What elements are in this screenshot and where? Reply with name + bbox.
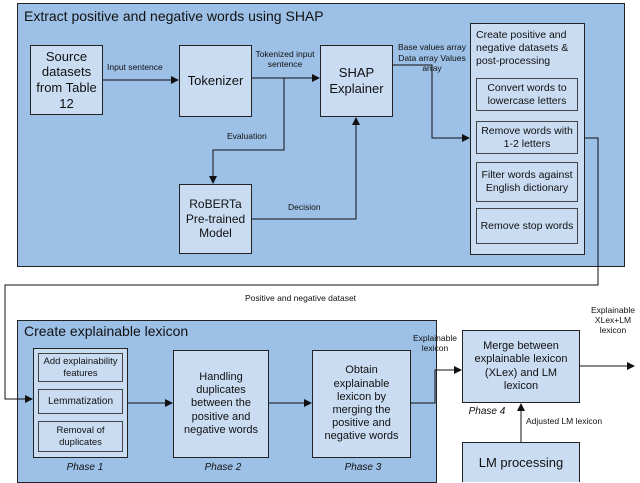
phase2-label: Phase 2: [204, 462, 242, 473]
phase4-label: Phase 4: [468, 406, 506, 417]
pos-neg-dataset-label: Positive and negative dataset: [245, 293, 357, 303]
tokenizer-box: Tokenizer: [179, 45, 252, 117]
lowercase-step: Convert words to lowercase letters: [476, 78, 578, 111]
lemmatization-step: Lemmatization: [38, 389, 123, 414]
phase3-label: Phase 3: [344, 462, 382, 473]
obtain-lexicon-box: Obtain explainable lexicon by merging th…: [312, 350, 411, 458]
postprocessing-title: Create positive and negative datasets & …: [476, 29, 569, 68]
remove-short-words-step: Remove words with 1-2 letters: [476, 121, 578, 154]
shap-outputs-label: Base values array Data array Values arra…: [397, 42, 467, 74]
removal-duplicates-step: Removal of duplicates: [38, 421, 123, 452]
adjusted-lm-label: Adjusted LM lexicon: [526, 416, 603, 426]
source-datasets-box: Source datasets from Table 12: [30, 45, 103, 115]
bottom-panel-title: Create explainable lexicon: [24, 323, 189, 339]
top-panel-title: Extract positive and negative words usin…: [24, 8, 324, 24]
add-features-step: Add explainability features: [38, 353, 123, 382]
evaluation-label: Evaluation: [227, 131, 267, 141]
lm-processing-box: LM processing: [462, 442, 580, 482]
handling-duplicates-box: Handling duplicates between the positive…: [173, 350, 269, 458]
dictionary-filter-step: Filter words against English dictionary: [476, 162, 578, 202]
explainable-lexicon-label: Explainable lexicon: [413, 333, 457, 353]
phase1-label: Phase 1: [66, 462, 104, 473]
shap-explainer-box: SHAP Explainer: [320, 45, 393, 117]
roberta-box: RoBERTa Pre-trained Model: [179, 184, 252, 254]
merge-box: Merge between explainable lexicon (XLex)…: [462, 330, 580, 403]
input-sentence-label: Input sentence: [107, 62, 163, 72]
final-output-label: Explainable XLex+LM lexicon: [591, 305, 635, 335]
remove-stop-words-step: Remove stop words: [476, 208, 578, 244]
decision-label: Decision: [288, 202, 321, 212]
tokenized-label: Tokenized input sentence: [255, 49, 315, 69]
